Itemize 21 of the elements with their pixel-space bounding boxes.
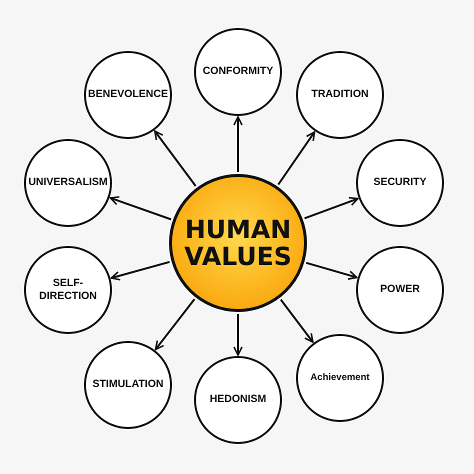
value-label: STIMULATION <box>92 378 164 392</box>
value-label: UNIVERSALISM <box>28 176 108 190</box>
arrow <box>233 116 243 172</box>
arrow <box>110 260 170 281</box>
central-title: HUMAN VALUES <box>183 216 293 270</box>
arrow <box>304 196 359 220</box>
arrow <box>280 299 314 343</box>
value-label: Achievement <box>310 372 370 384</box>
arrow <box>306 262 358 280</box>
arrow <box>233 314 243 356</box>
value-label: SELF-DIRECTION <box>38 276 98 304</box>
value-label: TRADITION <box>311 88 369 102</box>
arrow <box>277 131 316 186</box>
arrow <box>110 196 172 220</box>
arrow <box>154 298 196 350</box>
value-label: HEDONISM <box>210 393 266 407</box>
value-label: POWER <box>380 283 420 297</box>
value-label: SECURITY <box>373 176 427 190</box>
value-label: CONFORMITY <box>202 65 274 79</box>
value-label: BENEVOLENCE <box>88 88 168 102</box>
arrow <box>154 130 196 187</box>
